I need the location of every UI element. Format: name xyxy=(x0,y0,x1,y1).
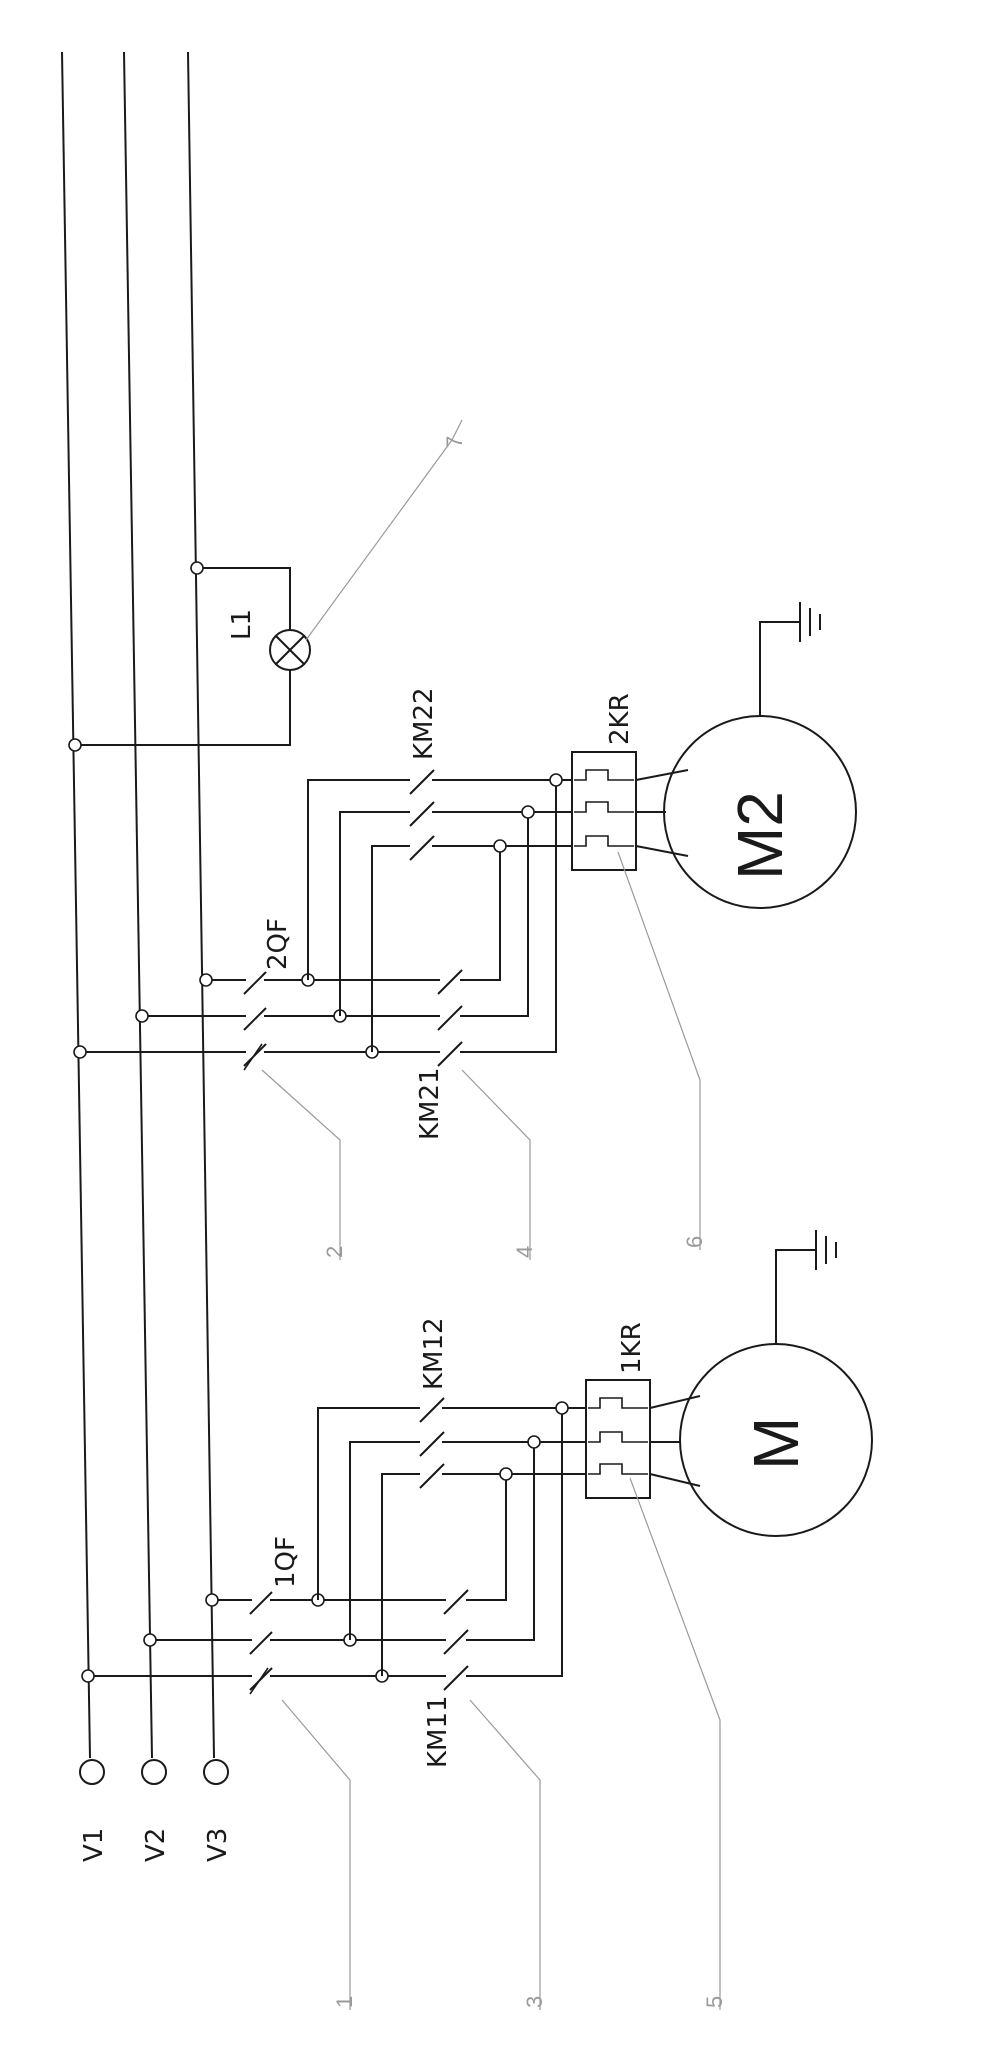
wire xyxy=(635,845,689,857)
contactor-km11-contact xyxy=(443,1665,469,1691)
callout-5: 5 xyxy=(702,1996,727,2008)
callout-6: 6 xyxy=(682,1236,707,1248)
ground-wire xyxy=(775,1249,816,1344)
ground-wire xyxy=(759,621,800,716)
contactor-km12-label: KM12 xyxy=(419,1317,449,1390)
callout-leader-6 xyxy=(617,851,701,1250)
wire xyxy=(460,812,529,1017)
relay-1kr-heater xyxy=(588,1463,648,1475)
motor-m2-label: M2 xyxy=(724,791,796,880)
junction xyxy=(190,561,204,575)
contactor-km22-label: KM22 xyxy=(409,687,439,760)
terminal-label-v2: V2 xyxy=(141,1828,171,1862)
callout-3: 3 xyxy=(522,1996,547,2008)
breaker-2qf-contact xyxy=(243,971,267,995)
wire xyxy=(466,1474,507,1601)
breaker-1qf-linkage xyxy=(249,1667,269,1695)
wire xyxy=(349,1441,420,1640)
relay-2kr-heater xyxy=(574,769,634,781)
bus-line-v2 xyxy=(123,51,153,1759)
breaker-1qf-label: 1QF xyxy=(271,1536,301,1588)
wire xyxy=(371,845,410,1052)
callout-1: 1 xyxy=(332,1996,357,2008)
contactor-km12-contact xyxy=(419,1397,445,1423)
wire xyxy=(339,811,410,1016)
callout-leader-5 xyxy=(629,1477,721,2010)
junction xyxy=(521,805,535,819)
relay-1kr-heater xyxy=(588,1397,648,1409)
terminal-v1 xyxy=(79,1759,105,1785)
contactor-km22-contact xyxy=(409,801,435,827)
breaker-1qf-contact xyxy=(249,1591,273,1615)
relay-2kr-label: 2KR xyxy=(605,693,635,745)
relay-1kr-heater xyxy=(588,1431,648,1443)
callout-4: 4 xyxy=(512,1246,537,1258)
junction xyxy=(493,839,507,853)
breaker-1qf-contact xyxy=(249,1631,273,1655)
contactor-km21-contact xyxy=(437,969,463,995)
callout-7: 7 xyxy=(442,436,467,448)
callout-2: 2 xyxy=(322,1246,347,1258)
wire xyxy=(635,769,689,781)
contactor-km11-label: KM11 xyxy=(423,1695,453,1768)
breaker-2qf-label: 2QF xyxy=(263,918,293,970)
junction xyxy=(81,1669,95,1683)
relay-2kr-box xyxy=(571,751,637,871)
junction xyxy=(549,773,563,787)
junction xyxy=(555,1401,569,1415)
junction xyxy=(73,1045,87,1059)
contactor-km21-contact xyxy=(437,1005,463,1031)
wire xyxy=(649,1473,701,1487)
breaker-2qf-linkage xyxy=(243,1043,263,1071)
wire xyxy=(307,779,410,980)
wire xyxy=(460,780,557,1053)
terminal-v3 xyxy=(203,1759,229,1785)
contactor-km11-contact xyxy=(443,1589,469,1615)
junction xyxy=(143,1633,157,1647)
contactor-km21-contact xyxy=(437,1041,463,1067)
junction xyxy=(68,738,82,752)
contactor-km22-contact xyxy=(409,769,435,795)
lamp-label: L1 xyxy=(227,609,257,640)
bus-line-v1 xyxy=(61,51,91,1759)
wire xyxy=(460,846,501,981)
junction xyxy=(499,1467,513,1481)
contactor-km11-contact xyxy=(443,1629,469,1655)
callout-leader-2 xyxy=(261,1069,341,1260)
callout-leader-4 xyxy=(461,1069,531,1260)
terminal-v2 xyxy=(141,1759,167,1785)
junction xyxy=(199,973,213,987)
wire xyxy=(466,1442,535,1641)
lamp-wire xyxy=(75,567,291,746)
callout-leader-1 xyxy=(281,1699,351,2010)
contactor-km21-label: KM21 xyxy=(415,1067,445,1140)
junction xyxy=(205,1593,219,1607)
breaker-2qf-contact xyxy=(243,1007,267,1031)
contactor-km12-contact xyxy=(419,1431,445,1457)
bus-line-v3 xyxy=(187,51,215,1759)
terminal-label-v1: V1 xyxy=(79,1828,109,1862)
contactor-km12-contact xyxy=(419,1463,445,1489)
wire xyxy=(466,1408,563,1677)
terminal-label-v3: V3 xyxy=(203,1828,233,1862)
relay-1kr-box xyxy=(585,1379,651,1499)
motor-m-label: M xyxy=(740,1417,812,1470)
wire xyxy=(649,1395,701,1409)
relay-2kr-heater xyxy=(574,835,634,847)
junction xyxy=(135,1009,149,1023)
relay-2kr-heater xyxy=(574,801,634,813)
wire xyxy=(317,1407,420,1600)
contactor-km22-contact xyxy=(409,835,435,861)
lamp-icon-cross-b xyxy=(275,635,305,665)
relay-1kr-label: 1KR xyxy=(617,1322,647,1374)
callout-leader-3 xyxy=(469,1699,541,2010)
wire xyxy=(381,1473,420,1676)
callout-leader-7 xyxy=(305,419,463,641)
junction xyxy=(527,1435,541,1449)
